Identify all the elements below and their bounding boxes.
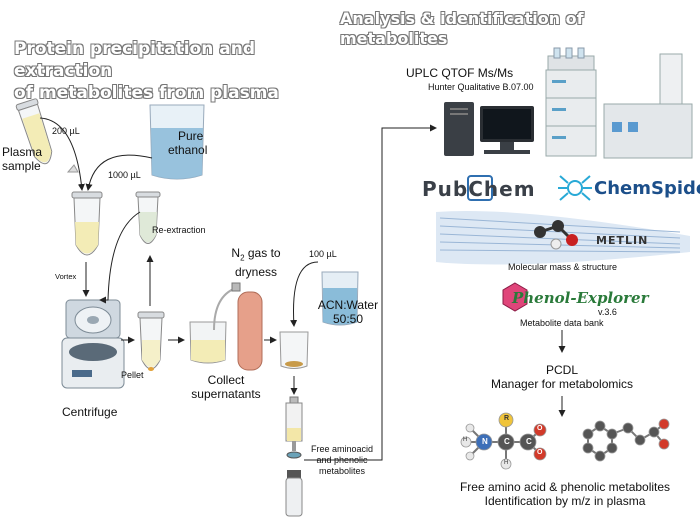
phenol-explorer-logo: Phenol-Explorer bbox=[512, 289, 649, 307]
collect-supernatants-label: Collect supernatants bbox=[185, 373, 267, 401]
right-section-title: Analysis & identification of metabolites bbox=[340, 9, 585, 49]
amino-acid-atoms bbox=[460, 412, 547, 470]
free-line1: Free aminoacid bbox=[310, 444, 374, 454]
metabolite-bank-label: Metabolite data bank bbox=[520, 318, 604, 328]
left-section-title: Protein precipitation and extraction of … bbox=[14, 38, 334, 104]
volume-1000-label: 1000 µL bbox=[108, 170, 141, 180]
n2-subscript: 2 bbox=[240, 253, 245, 263]
free-line3: metabolites bbox=[318, 466, 366, 476]
phenol-explorer-hexagon bbox=[502, 282, 528, 312]
atom-label-o1: O bbox=[537, 425, 543, 432]
re-extraction-label: Re-extraction bbox=[152, 225, 206, 235]
pure-ethanol-line1: Pure bbox=[178, 129, 204, 143]
vortex-tube-icon bbox=[66, 164, 103, 256]
metlin-logo: METLIN bbox=[596, 234, 649, 247]
chemspider-spider-icon bbox=[558, 175, 592, 201]
free-aminoacid-label: Free aminoacid and phenolic metabolites bbox=[304, 444, 380, 477]
mass-spectrometer-icon bbox=[603, 53, 693, 159]
plasma-sample-line1: Plasma bbox=[2, 145, 43, 159]
acn-line2: 50:50 bbox=[332, 312, 364, 326]
atom-label-r: R bbox=[504, 415, 510, 422]
n2-line1: N2 gas to bbox=[216, 246, 296, 265]
n2-gas-label: N2 gas to dryness bbox=[216, 246, 296, 279]
phenol-version-label: v.3.6 bbox=[598, 307, 617, 317]
n2-prefix: N bbox=[231, 246, 241, 260]
pcdl-subtitle: Manager for metabolomics bbox=[490, 377, 634, 391]
centrifuge-label: Centrifuge bbox=[62, 405, 118, 419]
left-title-line1: Protein precipitation and extraction bbox=[14, 39, 256, 82]
hunter-label: Hunter Qualitative B.07.00 bbox=[428, 82, 534, 92]
final-line2: Identification by m/z in plasma bbox=[484, 494, 646, 508]
atom-label-h1: H bbox=[463, 437, 468, 443]
centrifuge-icon bbox=[61, 299, 125, 389]
metlin-wave-graphic bbox=[436, 211, 690, 265]
uplc-instrument-icon bbox=[545, 47, 597, 157]
pubchem-logo-box bbox=[467, 175, 493, 201]
volume-100-label: 100 µL bbox=[309, 249, 337, 259]
syringe-filter-vial-icon bbox=[285, 396, 303, 517]
atom-label-c2: C bbox=[526, 437, 532, 446]
reextraction-tube-icon bbox=[135, 191, 161, 244]
uplc-label: UPLC QTOF Ms/Ms bbox=[406, 66, 514, 80]
collect-line1: Collect bbox=[207, 373, 245, 387]
volume-200-label: 200 µL bbox=[52, 126, 80, 136]
atom-label-c1: C bbox=[504, 437, 510, 446]
atom-label-n: N bbox=[482, 437, 488, 446]
pubchem-logo: PubChem bbox=[422, 177, 547, 203]
molecular-mass-label: Molecular mass & structure bbox=[508, 262, 618, 272]
collect-line2: supernatants bbox=[191, 387, 261, 401]
acn-water-beaker-icon bbox=[321, 271, 359, 326]
acn-water-label: ACN:Water 50:50 bbox=[316, 298, 380, 326]
plasma-sample-label: Plasma sample bbox=[2, 145, 42, 173]
atom-label-h2: H bbox=[504, 460, 509, 466]
reconstitution-beaker-icon bbox=[279, 331, 309, 369]
left-arrows bbox=[39, 117, 437, 461]
pcdl-label: PCDL Manager for metabolomics bbox=[484, 363, 640, 391]
pellet-label: Pellet bbox=[121, 370, 144, 380]
vortex-label: Vortex bbox=[55, 272, 77, 281]
left-title-line2: of metabolites from plasma bbox=[14, 83, 280, 104]
n2-suffix: gas to bbox=[244, 246, 281, 260]
acn-line1: ACN:Water bbox=[317, 298, 379, 312]
ethanol-beaker-icon bbox=[149, 104, 205, 180]
pubchem-text: PubChem bbox=[422, 177, 536, 201]
pellet-tube-icon bbox=[137, 311, 165, 371]
atom-label-o2: O bbox=[537, 449, 543, 456]
supernatant-beaker-icon bbox=[189, 321, 227, 364]
plasma-tube-icon bbox=[15, 98, 53, 165]
pure-ethanol-label: Pure ethanol bbox=[168, 129, 207, 157]
plasma-sample-line2: sample bbox=[2, 159, 41, 173]
free-line2: and phenolic bbox=[316, 455, 368, 465]
pure-ethanol-line2: ethanol bbox=[168, 143, 208, 157]
computer-icon bbox=[444, 102, 534, 156]
phenolic-atoms bbox=[582, 418, 670, 462]
nitrogen-cylinder-icon bbox=[213, 282, 263, 371]
pcdl-title: PCDL bbox=[545, 363, 578, 377]
chemspider-logo: ChemSpider bbox=[594, 178, 700, 199]
final-line1: Free amino acid & phenolic metabolites bbox=[459, 480, 671, 494]
n2-line2: dryness bbox=[234, 265, 278, 280]
final-result-label: Free amino acid & phenolic metabolites I… bbox=[440, 480, 690, 508]
